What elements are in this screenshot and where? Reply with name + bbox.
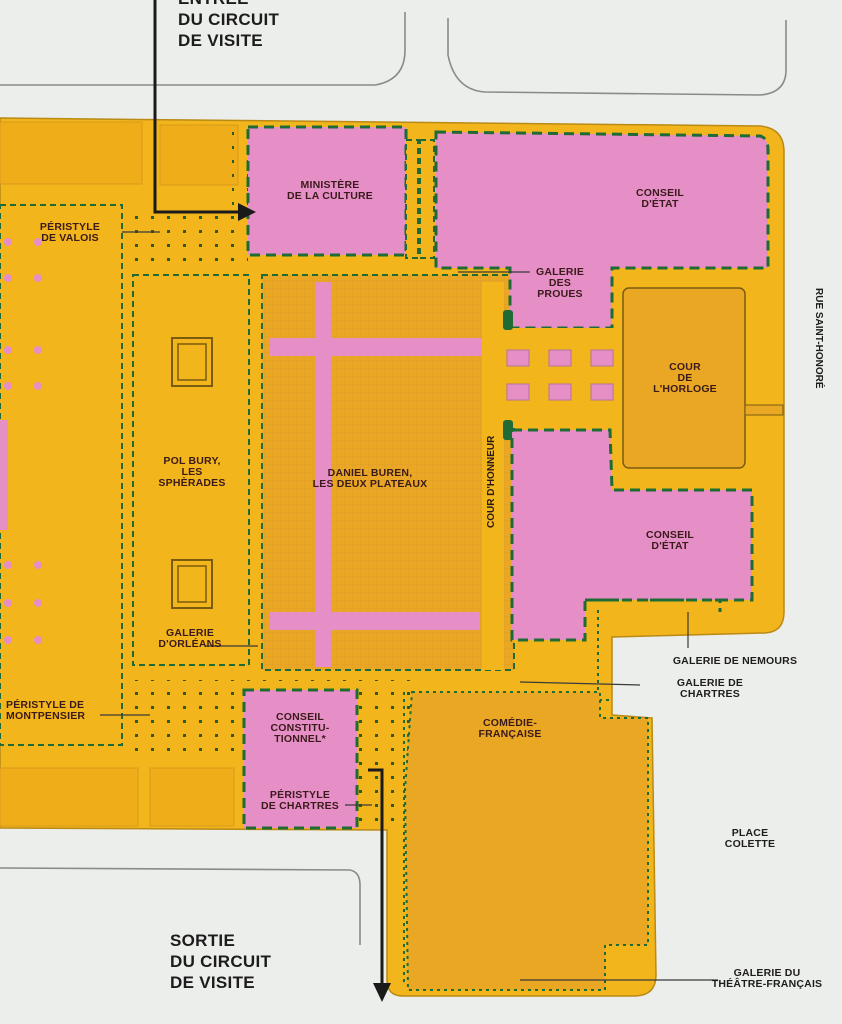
leader-lines xyxy=(100,231,718,981)
conseil-constitutionnel-label: CONSEIL CONSTITU- TIONNEL* xyxy=(270,711,330,745)
passage-squares xyxy=(503,310,623,440)
galerie-chartres-label: GALERIE DE CHARTRES xyxy=(676,677,744,700)
conseil-etat-bottom-label: CONSEIL D'ÉTAT xyxy=(645,529,695,552)
peristyle-montpensier-label: PÉRISTYLE DE MONTPENSIER xyxy=(6,699,86,722)
cour-horloge-area xyxy=(622,287,784,469)
conseil-constitutionnel-building xyxy=(242,688,359,830)
top-left-blocks xyxy=(0,121,239,827)
rue-saint-honore-label: RUE SAINT-HONORÉ xyxy=(813,288,824,389)
west-wing xyxy=(0,204,123,746)
galerie-orleans-building xyxy=(132,274,250,666)
cour-horloge-label: COUR DE L'HORLOGE xyxy=(653,361,717,395)
galerie-nemours-label: GALERIE DE NEMOURS xyxy=(672,655,798,667)
comedie-francaise-building xyxy=(403,691,649,991)
cour-honneur-area xyxy=(261,274,515,671)
cour-honneur-label: COUR D'HONNEUR xyxy=(486,435,497,528)
galerie-nemours-edge xyxy=(597,610,612,701)
conseil-etat-bottom-building xyxy=(510,428,754,642)
galerie-orleans-label: GALERIE D'ORLÉANS xyxy=(158,627,222,650)
pol-bury-label: POL BURY, LES SPHÈRADES xyxy=(158,455,226,489)
ministere-building xyxy=(246,125,419,259)
conseil-etat-top-label: CONSEIL D'ÉTAT xyxy=(635,187,685,210)
exit-path-arrow xyxy=(368,768,391,1002)
galerie-theatre-francais-label: GALERIE DU THÉÂTRE-FRANÇAIS xyxy=(711,967,823,990)
entry-path-arrow xyxy=(153,0,256,221)
exit-circuit-label: SORTIE DU CIRCUIT DE VISITE xyxy=(170,931,272,992)
galerie-proues-label: GALERIE DES PROUES xyxy=(535,266,585,300)
street-outlines xyxy=(0,12,787,945)
peristyle-valois-label: PÉRISTYLE DE VALOIS xyxy=(39,221,101,244)
comedie-francaise-label: COMÉDIE- FRANÇAISE xyxy=(478,717,542,740)
place-colette-label: PLACE COLETTE xyxy=(724,827,776,850)
entry-circuit-label: ENTRÉE DU CIRCUIT DE VISITE xyxy=(178,0,280,50)
ministere-label: MINISTÈRE DE LA CULTURE xyxy=(286,179,373,202)
daniel-buren-label: DANIEL BUREN, LES DEUX PLATEAUX xyxy=(312,467,428,490)
peristyle-chartres-label: PÉRISTYLE DE CHARTRES xyxy=(260,789,340,812)
